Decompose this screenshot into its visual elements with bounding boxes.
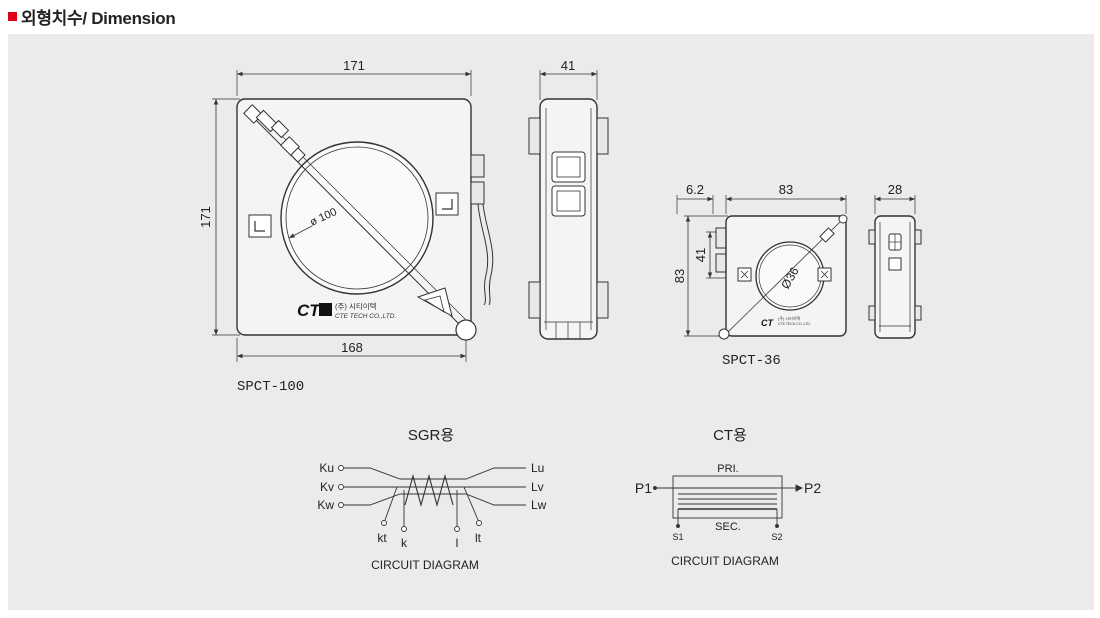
sgr-bottom-label-kt: kt [377, 531, 387, 545]
spct36-height-label: 83 [672, 269, 687, 283]
spct36-side-view [868, 195, 922, 339]
ct-pri-label: PRI. [717, 463, 738, 475]
sgr-left-label-kw: Kw [317, 498, 334, 512]
sgr-title: SGR용 [408, 427, 454, 444]
ct-title: CT용 [713, 427, 747, 444]
section-title: 외형치수/ Dimension [21, 8, 176, 28]
spct100-bottom-label: 168 [341, 340, 363, 355]
spct100-side-width-label: 41 [561, 58, 575, 73]
spct36-logo: CT [761, 318, 774, 328]
spct100-logo: CT [297, 301, 321, 320]
ct-p1-label: P1 [635, 480, 652, 496]
spct100-brand-en: CTE TECH CO.,LTD. [335, 313, 396, 320]
spct100-width-label: 171 [343, 58, 365, 73]
ct-p2-label: P2 [804, 480, 821, 496]
spct36-front-view [676, 195, 848, 340]
ct-circuit-diagram [653, 475, 804, 528]
ct-s1-label: S1 [672, 532, 683, 542]
spct100-model-label: SPCT-100 [237, 379, 304, 395]
sgr-right-label-lu: Lu [531, 461, 544, 475]
sgr-left-label-ku: Ku [319, 461, 334, 475]
spct100-side-view [528, 70, 609, 340]
sgr-right-label-lw: Lw [531, 498, 547, 512]
sgr-right-label-lv: Lv [531, 480, 544, 494]
spct36-inner-label: 41 [693, 248, 708, 262]
spct100-brand-kr: (주) 시티이텍 [335, 301, 377, 311]
spct100-front-view [212, 70, 494, 362]
spct36-brand-kr: (주) 시티이텍 [778, 315, 800, 321]
sgr-circuit-diagram [338, 465, 526, 532]
spct36-side-width-label: 28 [888, 182, 902, 197]
sgr-bottom-label-k: k [401, 536, 408, 550]
spct36-width-label: 83 [779, 182, 793, 197]
spct36-model-label: SPCT-36 [722, 353, 781, 369]
ct-s2-label: S2 [771, 532, 782, 542]
spct36-brand-en: CTE TECH CO.,LTD. [778, 322, 811, 326]
sgr-left-label-kv: Kv [320, 480, 334, 494]
spct100-height-label: 171 [198, 206, 213, 228]
section-header: 외형치수/ Dimension [8, 4, 176, 28]
sgr-caption: CIRCUIT DIAGRAM [371, 558, 479, 572]
ct-caption: CIRCUIT DIAGRAM [671, 554, 779, 568]
ct-sec-label: SEC. [715, 521, 741, 533]
spct100-logo-mark [319, 303, 332, 316]
red-square-icon [8, 11, 17, 21]
sgr-bottom-label-l: l [456, 536, 459, 550]
sgr-bottom-label-lt: lt [475, 531, 482, 545]
spct36-offset-label: 6.2 [686, 182, 704, 197]
